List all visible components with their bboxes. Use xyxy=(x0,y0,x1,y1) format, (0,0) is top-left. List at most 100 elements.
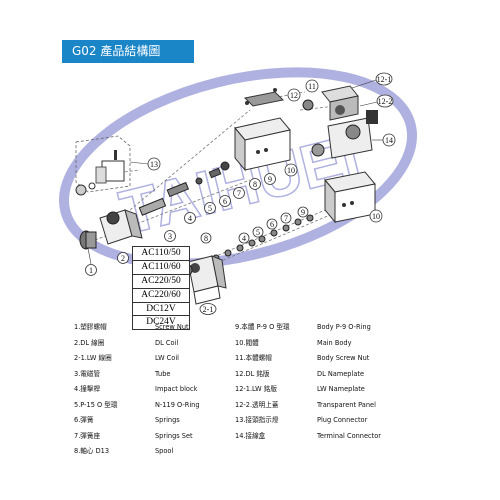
part-label: Body Screw Nut xyxy=(317,354,370,362)
svg-text:4: 4 xyxy=(188,214,192,223)
callouts: 1 2 2-1 3 4 5 6 7 8 9 10 10 11 12 12-1 1… xyxy=(85,72,396,315)
svg-text:2: 2 xyxy=(121,254,125,263)
callout-9b: 9 xyxy=(297,206,309,218)
callout-7b: 7 xyxy=(280,212,292,224)
part-label: 8.軸心 D13 xyxy=(74,447,110,455)
callout-12: 12 xyxy=(287,88,301,102)
svg-text:5: 5 xyxy=(208,204,212,213)
part-label: 3.電磁管 xyxy=(74,369,101,378)
svg-text:6: 6 xyxy=(223,197,227,206)
part-label: 12-1.LW 銘版 xyxy=(235,385,277,393)
part-label: 14.接線盒 xyxy=(235,431,266,440)
part-label: Plug Connector xyxy=(317,416,368,424)
svg-text:12-1: 12-1 xyxy=(377,75,392,84)
part-label: 11.本體螺帽 xyxy=(235,354,272,362)
parts-list-right-zh: 9.本體 P-9 O 型環 10.閥體 11.本體螺帽 12.DL 銘版 12-… xyxy=(235,320,290,444)
voltage-option: AC220/50 xyxy=(133,275,189,289)
svg-text:8: 8 xyxy=(253,180,257,189)
callout-6: 6 xyxy=(219,195,231,207)
parts-list-left-zh: 1.塑膠螺帽 2.DL 線圈 2-1.LW 線圈 3.電磁管 4.撞擊桿 5.P… xyxy=(74,320,117,460)
svg-text:4: 4 xyxy=(242,234,246,243)
svg-text:6: 6 xyxy=(270,220,274,229)
svg-text:12: 12 xyxy=(290,91,298,100)
callout-12-1: 12-1 xyxy=(351,72,393,89)
part-label: 7.彈簧座 xyxy=(74,431,101,440)
plug-connector xyxy=(75,135,131,196)
svg-text:7: 7 xyxy=(284,214,288,223)
part-label: 10.閥體 xyxy=(235,338,259,347)
part-label: Springs Set xyxy=(155,431,193,440)
callout-6b: 6 xyxy=(266,218,278,230)
svg-text:11: 11 xyxy=(308,82,316,91)
part-label: 4.撞擊桿 xyxy=(74,385,101,393)
svg-text:9: 9 xyxy=(268,175,272,184)
callout-13: 13 xyxy=(129,157,161,171)
svg-text:13: 13 xyxy=(150,160,158,169)
part-label: DL Nameplate xyxy=(317,369,364,378)
callout-1: 1 xyxy=(85,247,97,276)
callout-8: 8 xyxy=(249,178,261,190)
part-label: 6.彈簧 xyxy=(74,416,94,424)
svg-text:10: 10 xyxy=(287,166,295,175)
part-label: Springs xyxy=(155,416,180,424)
callout-7: 7 xyxy=(233,187,245,199)
callout-10: 10 xyxy=(284,163,298,177)
svg-text:10: 10 xyxy=(372,212,380,221)
part-label: LW Coil xyxy=(155,354,179,362)
svg-text:1: 1 xyxy=(89,266,93,275)
callout-8b: 8 xyxy=(200,232,212,244)
part-label: Terminal Connector xyxy=(317,431,381,440)
svg-text:8: 8 xyxy=(204,234,208,243)
part-label: Transparent Panel xyxy=(317,400,376,409)
callout-12-2: 12-2 xyxy=(359,94,394,108)
callout-4: 4 xyxy=(184,212,196,224)
part-label: 2-1.LW 線圈 xyxy=(74,354,112,362)
part-label: N-119 O-Ring xyxy=(155,400,200,409)
part-label: 12-2.透明上蓋 xyxy=(235,400,279,409)
dl-coil xyxy=(79,209,143,250)
svg-text:5: 5 xyxy=(256,228,260,237)
voltage-option: DC24V xyxy=(146,317,176,328)
callout-2-1: 2-1 xyxy=(199,303,217,315)
callout-3: 3 xyxy=(164,230,176,242)
callout-11: 11 xyxy=(305,79,319,93)
callout-2: 2 xyxy=(117,252,129,264)
parts-list-left-en: Screw Nut DL Coil LW Coil Tube Impact bl… xyxy=(155,320,200,460)
right-assembly xyxy=(302,85,378,224)
voltage-option: AC110/60 xyxy=(133,261,189,275)
callout-14: 14 xyxy=(372,133,396,147)
voltage-option: DC12V xyxy=(133,303,189,317)
svg-text:9: 9 xyxy=(301,208,305,217)
callout-10b: 10 xyxy=(369,209,383,223)
main-body-upper xyxy=(234,88,291,172)
callout-4b: 4 xyxy=(238,232,250,244)
part-label: 13.接頭指示燈 xyxy=(235,416,279,424)
voltage-options: AC110/50 AC110/60 AC220/50 AC220/60 DC12… xyxy=(132,246,190,331)
part-label: 2.DL 線圈 xyxy=(74,338,105,347)
voltage-option: AC110/50 xyxy=(133,247,189,261)
part-label: LW Nameplate xyxy=(317,385,365,393)
lower-parts xyxy=(212,214,314,262)
part-label: 9.本體 P-9 O 型環 xyxy=(235,323,290,331)
svg-text:14: 14 xyxy=(385,136,393,145)
callout-9: 9 xyxy=(264,173,276,185)
svg-text:7: 7 xyxy=(237,189,241,198)
tube xyxy=(138,161,230,216)
parts-list-right-en: Body P-9 O-Ring Main Body Body Screw Nut… xyxy=(317,320,381,444)
page-title: G02 產品結構圖 xyxy=(62,40,194,63)
voltage-option: AC220/60 xyxy=(133,289,189,303)
part-label: Tube xyxy=(155,369,171,378)
part-label: Main Body xyxy=(317,338,352,347)
svg-text:12-2: 12-2 xyxy=(378,97,393,106)
part-label: Impact block xyxy=(155,385,198,393)
callout-5: 5 xyxy=(204,202,216,214)
part-label: 1.塑膠螺帽 xyxy=(74,323,107,331)
svg-text:3: 3 xyxy=(168,232,172,241)
part-label: DL Coil xyxy=(155,338,179,347)
part-label: 12.DL 銘版 xyxy=(235,369,270,378)
part-label: Screw Nut xyxy=(155,323,189,331)
part-label: Body P-9 O-Ring xyxy=(317,323,371,331)
part-label: 5.P-15 O 型環 xyxy=(74,400,118,409)
svg-text:2-1: 2-1 xyxy=(203,305,214,314)
